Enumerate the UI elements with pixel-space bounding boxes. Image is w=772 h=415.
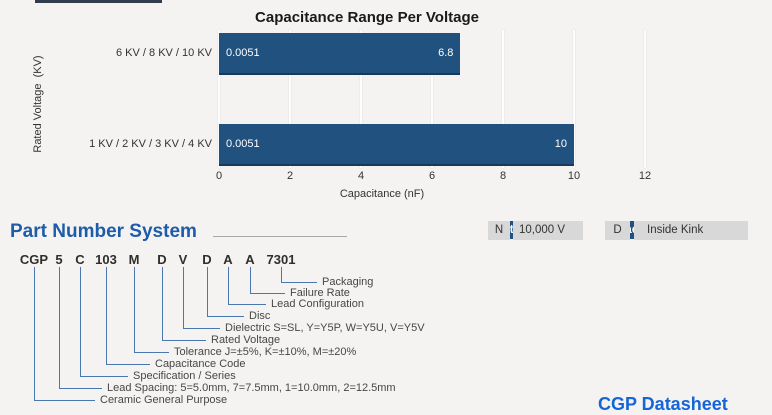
part-code-segment: CGP: [19, 252, 49, 267]
grid-line: [360, 30, 362, 168]
leader-line-vertical: [250, 267, 251, 293]
leader-line-vertical: [183, 267, 184, 328]
part-meaning-label: Lead Spacing: 5=5.0mm, 7=7.5mm, 1=10.0mm…: [107, 382, 396, 394]
part-code-segment: A: [223, 252, 233, 267]
part-meaning-label: Tolerance J=±5%, K=±10%, M=±20%: [174, 346, 357, 358]
chart-title: Capacitance Range Per Voltage: [255, 9, 479, 26]
x-tick-label: 6: [428, 170, 436, 182]
leader-line-vertical: [281, 267, 282, 282]
leader-line-horizontal: [207, 316, 244, 317]
part-meaning-label: Specification / Series: [133, 370, 236, 382]
bar-max-label: 10: [554, 138, 567, 150]
part-meaning-label: Ceramic General Purpose: [100, 394, 228, 406]
leader-line-vertical: [207, 267, 208, 316]
code-cell: N: [488, 221, 510, 240]
x-tick-label: 12: [638, 170, 652, 182]
x-tick-label: 2: [286, 170, 294, 182]
plot-area: 0 2 4 6 8 10 12 0.0051 6.8 6 KV / 8 KV / 10 KV 0.0…: [89, 30, 652, 182]
leader-line-horizontal: [250, 293, 285, 294]
heading-rule: [213, 236, 347, 237]
part-code-segment: C: [75, 252, 85, 267]
part-number-system: Part Number System CGP Ceramic General Pu…: [0, 215, 480, 415]
part-code-segment: D: [157, 252, 167, 267]
leader-line-vertical: [162, 267, 163, 340]
leader-line-vertical: [59, 267, 60, 388]
x-axis-title: Capacitance (nF): [339, 188, 425, 200]
part-code-segment: D: [202, 252, 212, 267]
chart-bar: [219, 124, 574, 166]
part-code-segment: 103: [95, 252, 117, 267]
grid-line: [573, 30, 575, 168]
leader-line-horizontal: [34, 400, 95, 401]
leader-line-horizontal: [106, 364, 150, 365]
table-row: U4,000 V: [488, 221, 583, 297]
x-tick-label: 10: [567, 170, 581, 182]
leader-line-horizontal: [59, 388, 102, 389]
leader-line-vertical: [228, 267, 229, 304]
part-number-system-title: Part Number System: [10, 221, 197, 242]
table-row: COutside Kink: [605, 221, 748, 278]
code-cell: D: [605, 221, 630, 240]
part-code-segment: M: [128, 252, 140, 267]
top-partial-element: [35, 0, 162, 3]
leader-line-horizontal: [80, 376, 128, 377]
part-meaning-label: Rated Voltage: [211, 334, 281, 346]
leader-line-vertical: [80, 267, 81, 376]
part-code-segment: 7301: [266, 252, 296, 267]
part-code-segment: V: [178, 252, 188, 267]
table-row: L8,000 V: [488, 221, 583, 335]
part-code-segment: 5: [55, 252, 63, 267]
x-tick-label: 0: [215, 170, 223, 182]
leader-line-vertical: [106, 267, 107, 364]
leader-line-horizontal: [134, 352, 169, 353]
grid-line: [644, 30, 646, 168]
grid-line: [502, 30, 504, 168]
value-cell: Inside Kink: [634, 221, 748, 240]
rated-voltage-table: Rated VoltageD1,000 VG2,000 VH3,000 VU4,…: [488, 221, 583, 401]
bar-max-label: 6.8: [438, 47, 454, 59]
grid-line: [218, 30, 220, 168]
chart-bar: [219, 33, 461, 75]
table-row: G2,000 V: [488, 221, 583, 259]
part-code-segment: A: [245, 252, 255, 267]
capacitance-chart: Capacitance Range Per Voltage Rated Volt…: [32, 9, 652, 200]
leader-line-horizontal: [228, 304, 266, 305]
table-row: BVertical Kink: [605, 221, 748, 259]
x-tick-label: 8: [499, 170, 507, 182]
table-row: H3,000 V: [488, 221, 583, 278]
leader-line-vertical: [34, 267, 35, 400]
cgp-datasheet-link[interactable]: CGP Datasheet: [598, 394, 728, 414]
table-row: K6,000 V: [488, 221, 583, 316]
category-label: 1 KV / 2 KV / 3 KV / 4 KV: [89, 138, 212, 150]
grid-line: [431, 30, 433, 168]
category-label: 6 KV / 8 KV / 10 KV: [116, 47, 212, 59]
part-meaning-label: Lead Configuration: [271, 298, 364, 310]
bar-min-label: 0.0051: [226, 47, 260, 59]
leader-line-horizontal: [162, 340, 206, 341]
x-tick-label: 4: [357, 170, 365, 182]
grid-line: [289, 30, 291, 168]
part-meaning-label: Disc: [249, 310, 271, 322]
part-meaning-label: Packaging: [322, 276, 374, 288]
bar-min-label: 0.0051: [226, 138, 260, 150]
leader-line-horizontal: [183, 328, 220, 329]
lead-configuration-table: Lead ConfigurationAStraightBVertical Kin…: [605, 221, 748, 401]
value-cell: 10,000 V: [513, 221, 583, 240]
leader-line-vertical: [134, 267, 135, 352]
leader-line-horizontal: [281, 282, 317, 283]
part-meaning-label: Failure Rate: [290, 287, 350, 299]
part-meaning-label: Dielectric S=SL, Y=Y5P, W=Y5U, V=Y5V: [225, 322, 425, 334]
part-meaning-label: Capacitance Code: [155, 358, 246, 370]
